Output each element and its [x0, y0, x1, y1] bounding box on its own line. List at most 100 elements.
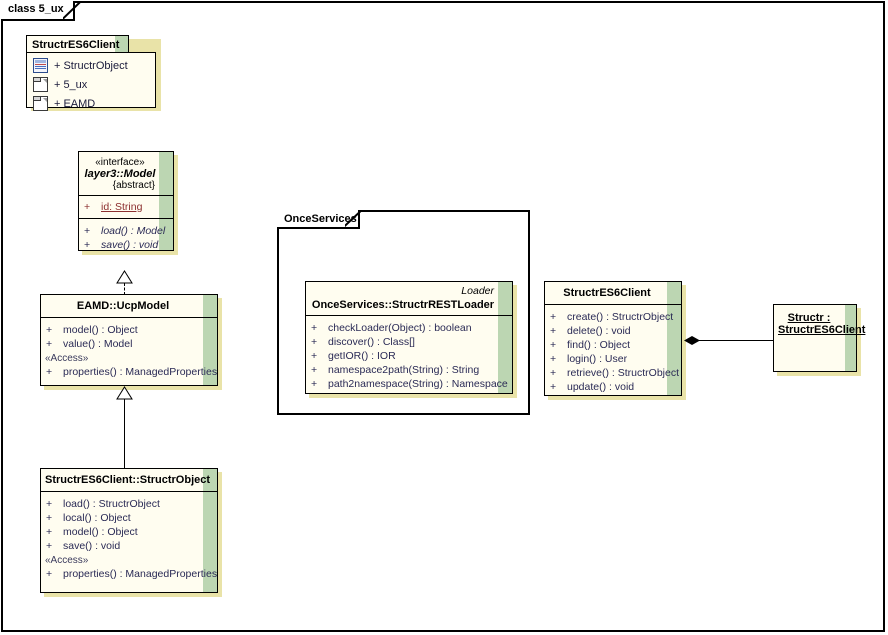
rest-loader-box[interactable]: Loader OnceServices::StructrRESTLoader +…	[305, 281, 513, 394]
interface-divider-operations	[79, 218, 173, 219]
package-item-eamd[interactable]: + EAMD	[27, 94, 155, 113]
operation-visibility: +	[550, 311, 557, 323]
operation-visibility: +	[550, 339, 557, 351]
es6-client-divider	[545, 304, 681, 305]
structr-object-access-stereotype: «Access»	[45, 555, 89, 566]
operation-visibility: +	[84, 239, 91, 251]
operation-text: discover() : Class[]	[328, 336, 415, 348]
operation-visibility: +	[46, 338, 53, 350]
operation-row: + model() : Object	[41, 323, 215, 337]
operation-row: + login() : User	[545, 352, 679, 366]
operation-row: + checkLoader(Object) : boolean	[306, 321, 510, 335]
interface-abstract-tag: {abstract}	[112, 180, 155, 191]
operation-visibility: +	[550, 381, 557, 393]
operation-row: + discover() : Class[]	[306, 335, 510, 349]
package-item-label: EAMD	[63, 97, 96, 110]
attribute-visibility: +	[84, 201, 91, 213]
package-icon	[33, 77, 48, 92]
operation-row: + find() : Object	[545, 338, 679, 352]
operation-visibility: +	[46, 512, 53, 524]
operation-visibility: +	[46, 366, 53, 378]
operation-text: properties() : ManagedProperties	[63, 366, 218, 378]
operation-visibility: +	[46, 540, 53, 552]
structr-object-accent	[203, 469, 217, 592]
interface-name: layer3::Model	[84, 168, 156, 180]
operation-visibility: +	[46, 568, 53, 580]
package-browser-title: StructrES6Client	[32, 39, 120, 51]
composition-filled-diamond	[684, 336, 700, 345]
operation-row: + save() : void	[41, 539, 215, 553]
operation-text: properties() : ManagedProperties	[63, 568, 218, 580]
ucp-model-divider	[41, 317, 217, 318]
es6-client-box[interactable]: StructrES6Client + create() : StructrObj…	[544, 281, 682, 396]
ucp-model-box[interactable]: EAMD::UcpModel + model() : Object + valu…	[40, 294, 218, 386]
operation-visibility: +	[550, 325, 557, 337]
structr-instance-accent	[845, 305, 856, 371]
operation-row: + load() : StructrObject	[41, 497, 215, 511]
package-item-visibility: +	[54, 97, 61, 110]
interface-stereotype: «interface»	[95, 157, 145, 168]
ucp-model-access-stereotype: «Access»	[45, 353, 89, 364]
generalization-hollow-triangle	[116, 386, 133, 400]
diagram-frame-label: class 5_ux	[8, 3, 64, 15]
operation-visibility: +	[550, 367, 557, 379]
rest-loader-stereotype: Loader	[461, 285, 494, 297]
operation-visibility: +	[311, 336, 318, 348]
operation-visibility: +	[46, 526, 53, 538]
operation-visibility: +	[311, 350, 318, 362]
interface-model-accent	[159, 152, 173, 250]
operation-row: + retrieve() : StructrObject	[545, 366, 679, 380]
operation-row: + properties() : ManagedProperties	[41, 567, 218, 581]
attribute-row: + id: String	[79, 200, 171, 214]
operation-row: + load() : Model	[79, 224, 171, 238]
operation-text: save() : void	[63, 540, 121, 552]
operation-row: + path2namespace(String) : Namespace	[306, 377, 510, 391]
operation-row: + model() : Object	[41, 525, 215, 539]
class-icon	[33, 58, 48, 73]
package-item-visibility: +	[54, 59, 61, 72]
interface-model-box[interactable]: «interface» layer3::Model {abstract} + i…	[78, 151, 174, 251]
ucp-model-operations: + model() : Object + value() : Model «Ac…	[41, 318, 217, 384]
package-browser-body: + StructrObject + 5_ux + EAMD	[26, 52, 156, 111]
operation-text: login() : User	[567, 353, 628, 365]
structr-object-box[interactable]: StructrES6Client::StructrObject + load()…	[40, 468, 218, 593]
generalization-connector-line	[124, 398, 125, 468]
operation-row: + value() : Model	[41, 337, 215, 351]
operation-text: update() : void	[567, 381, 635, 393]
structr-object-operations: + load() : StructrObject + local() : Obj…	[41, 492, 217, 586]
operation-text: create() : StructrObject	[567, 311, 674, 323]
structr-object-divider	[41, 491, 217, 492]
operation-text: save() : void	[101, 239, 159, 251]
operation-text: load() : Model	[101, 225, 166, 237]
interface-divider-attributes	[79, 195, 173, 196]
once-services-package-title: OnceServices	[284, 213, 357, 225]
operation-text: local() : Object	[63, 512, 131, 524]
package-item-5-ux[interactable]: + 5_ux	[27, 75, 155, 94]
operation-row: + create() : StructrObject	[545, 310, 679, 324]
operation-visibility: +	[311, 322, 318, 334]
operation-row: + save() : void	[79, 238, 171, 252]
package-item-structrobject[interactable]: + StructrObject	[27, 56, 155, 75]
structr-instance-line1: Structr :	[787, 312, 831, 324]
attribute-text: id: String	[101, 201, 143, 213]
operation-text: getIOR() : IOR	[328, 350, 396, 362]
package-icon	[33, 96, 48, 111]
package-browser-tab[interactable]: StructrES6Client	[26, 35, 129, 53]
rest-loader-name: OnceServices::StructrRESTLoader	[311, 299, 495, 311]
es6-client-operations: + create() : StructrObject + delete() : …	[545, 305, 681, 399]
operation-text: retrieve() : StructrObject	[567, 367, 680, 379]
package-item-label: StructrObject	[63, 59, 128, 72]
operation-visibility: +	[550, 353, 557, 365]
operation-text: model() : Object	[63, 324, 138, 336]
es6-client-name: StructrES6Client	[563, 287, 651, 299]
es6-client-accent	[667, 282, 681, 395]
operation-visibility: +	[46, 498, 53, 510]
rest-loader-divider	[306, 315, 512, 316]
operation-visibility: +	[46, 324, 53, 336]
operation-text: find() : Object	[567, 339, 631, 351]
structr-instance-box[interactable]: Structr : StructrES6Client	[773, 304, 865, 372]
diagram-frame-tab-corner	[63, 1, 85, 22]
operation-visibility: +	[311, 378, 318, 390]
operation-visibility: +	[84, 225, 91, 237]
